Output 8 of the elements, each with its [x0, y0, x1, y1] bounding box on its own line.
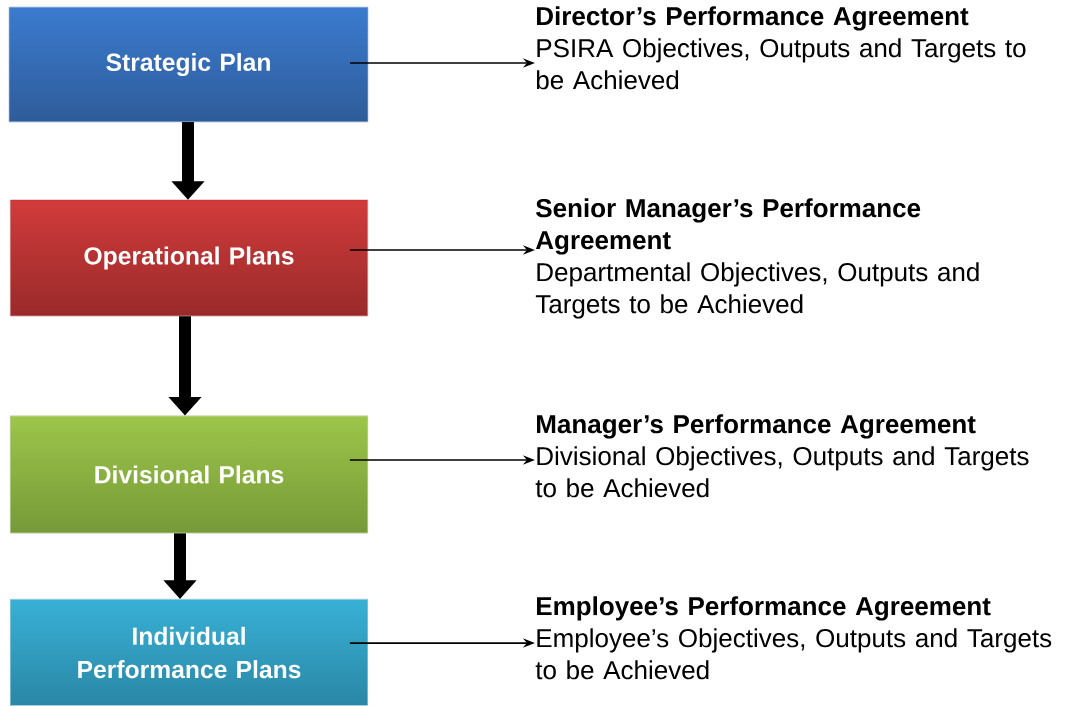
agreement-text: Senior Manager’s Performance Agreement Departmental Objectives, Outputs and Targets to be Achieved [535, 198, 979, 319]
plan-box: Operational Plans [10, 199, 368, 317]
plan-box: Individual Performance Plans [10, 598, 368, 706]
agreement-text: Manager’s Performance Agreement Divisional Objectives, Outputs and Targets to be Achieved [535, 414, 1029, 498]
agreement-text: Director’s Performance Agreement PSIRA Objectives, Outputs and Targets to be Achieved [536, 6, 1026, 90]
plan-box: Strategic Plan [8, 6, 369, 123]
plan-box: Divisional Plans [10, 415, 368, 534]
agreement-text: Employee’s Performance Agreement Employee’s Objectives, Outputs and Targets to be Achieved [535, 596, 1052, 680]
